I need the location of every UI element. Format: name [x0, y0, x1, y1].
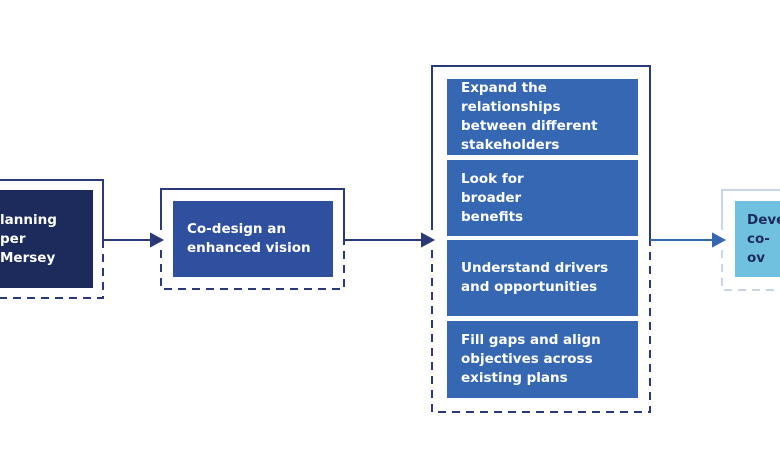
substep-label: Understand drivers and opportunities [461, 260, 609, 295]
arrowhead-3-icon [712, 232, 727, 248]
frame-2-dashed [160, 240, 345, 290]
frame-1-solid [0, 179, 104, 240]
substep-fill-gaps: Fill gaps and align objectives across ex… [447, 321, 638, 398]
step-label: lanning per Mersey [0, 211, 57, 266]
step-co-design: Co-design an enhanced vision [173, 201, 333, 277]
frame-1-dashed [0, 240, 104, 299]
substep-broader-benefits: Look for broader benefits [447, 160, 638, 236]
frame-2-solid [160, 188, 345, 240]
substep-label: Fill gaps and align objectives across ex… [461, 332, 601, 386]
arrowhead-1-icon [150, 232, 165, 248]
step-label: Deve co-ov [747, 211, 780, 266]
substep-drivers: Understand drivers and opportunities [447, 240, 638, 316]
frame-3-solid [431, 65, 651, 240]
frame-3-dashed [431, 240, 651, 413]
step-develop: Deve co-ov [735, 201, 780, 277]
substep-expand-relationships: Expand the relationships between differe… [447, 79, 638, 155]
step-label: Co-design an enhanced vision [187, 221, 311, 256]
arrowhead-2-icon [421, 232, 436, 248]
frame-4-solid [721, 189, 780, 230]
substep-label: Expand the relationships between differe… [461, 80, 598, 153]
step-planning: lanning per Mersey [0, 190, 93, 288]
substep-label: Look for broader benefits [461, 170, 524, 225]
